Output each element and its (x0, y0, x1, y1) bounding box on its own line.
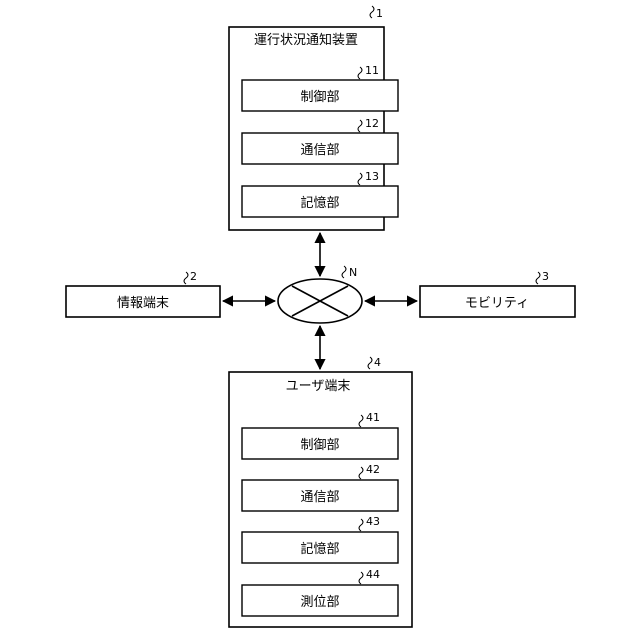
operation-status-device: 運行状況通知装置 1 制御部 11 通信部 12 記憶部 13 (229, 6, 398, 230)
mobility-label: モビリティ (465, 296, 529, 311)
info-terminal-ref: 2 (190, 270, 197, 283)
user-terminal-title: ユーザ端末 (286, 379, 351, 394)
info-terminal-label: 情報端末 (117, 296, 169, 311)
mobility: モビリティ 3 (420, 270, 575, 317)
info-terminal: 情報端末 2 (66, 270, 220, 317)
device-unit-storage-label: 記憶部 (300, 195, 339, 211)
network-ref: N (349, 266, 357, 279)
device-title: 運行状況通知装置 (254, 32, 358, 48)
device-ref-leader (370, 6, 374, 18)
device-ref: 1 (376, 7, 383, 20)
user-unit-positioning-label: 測位部 (300, 595, 339, 610)
device-unit-comm-label: 通信部 (300, 143, 339, 158)
user-unit-comm-ref: 42 (366, 463, 380, 476)
user-unit-comm-label: 通信部 (300, 490, 339, 505)
user-unit-control-ref: 41 (366, 411, 380, 424)
mobility-ref: 3 (542, 270, 549, 283)
device-unit-control-label: 制御部 (300, 90, 339, 105)
user-terminal: ユーザ端末 4 制御部 41 通信部 42 記憶部 43 測位部 44 (229, 356, 412, 627)
device-unit-storage-ref: 13 (365, 170, 379, 183)
user-terminal-ref: 4 (374, 356, 381, 369)
info-terminal-ref-leader (184, 272, 188, 284)
mobility-ref-leader (536, 272, 540, 284)
user-terminal-ref-leader (368, 357, 372, 369)
network-ref-leader (342, 266, 346, 278)
user-unit-storage-label: 記憶部 (300, 541, 339, 557)
user-unit-positioning-ref: 44 (366, 568, 380, 581)
device-unit-comm-ref: 12 (365, 117, 379, 130)
user-unit-control-label: 制御部 (300, 438, 339, 453)
user-unit-storage-ref: 43 (366, 515, 380, 528)
device-unit-control-ref: 11 (365, 64, 379, 77)
